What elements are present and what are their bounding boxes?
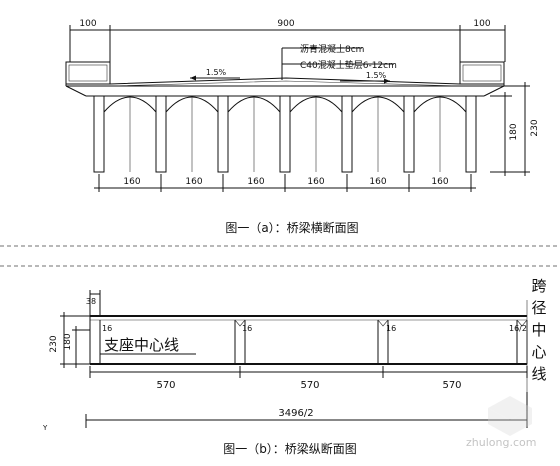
spacing-4: 160 [307,177,324,187]
span-center-label-char: 中 [531,321,546,339]
cross-section: 100 900 100 1.5% 1.5% 沥青混凝土8cm C40混 [65,19,540,235]
span-2: 570 [300,380,319,391]
spacing-3: 160 [247,177,264,187]
span-ticks [89,366,528,378]
dim-girder-height: 180 [509,123,519,140]
watermark-logo [488,396,532,436]
spacing-2: 160 [185,177,202,187]
support-marker [377,319,389,327]
slope-right: 1.5% [366,71,387,80]
span-center-label-char: 心 [531,343,546,361]
diaphragms [234,319,528,364]
span-center-label-char: 跨 [531,277,546,295]
dim-180: 180 [63,333,73,350]
support-marker [234,319,246,327]
girder-web [93,95,105,173]
watermark: zhulong.com [466,396,536,449]
left-curb [65,61,111,85]
slope-left: 1.5% [206,68,227,77]
span-center-label-char: 径 [531,299,546,317]
dim-230: 230 [49,335,59,352]
girder-cells [93,95,477,173]
caption-b: 图一（b）：桥梁纵断面图 [223,441,357,456]
girder-web [279,95,291,173]
axis-mark: Y [42,424,48,432]
support-center-label: 支座中心线 [104,336,179,354]
dim-top-left: 100 [79,19,96,29]
total-length: 3496/2 [278,408,313,419]
girder-web [155,95,167,173]
watermark-text: zhulong.com [466,436,536,449]
girder-web [403,95,415,173]
dim-38: 38 [86,297,96,306]
span-center-label-char: 线 [531,365,546,383]
spacing-ticks [98,174,472,192]
spacing-1: 160 [123,177,140,187]
span-3: 570 [442,380,461,391]
caption-a: 图一（a）：桥梁横断面图 [225,220,358,235]
pavement-surface [109,77,461,85]
support-mark-1: 16 [102,324,112,333]
right-curb [459,61,505,85]
layer-concrete: C40混凝土垫层6-12cm [300,59,397,71]
dim-top-right: 100 [473,19,490,29]
girder-web [341,95,353,173]
girder-web [217,95,229,173]
support-marker [516,319,528,327]
dim-total-height: 230 [530,119,540,136]
support-mark-3: 16 [386,324,396,333]
support-mark-4: 16/2 [509,324,527,333]
spacing-5: 160 [369,177,386,187]
spacing-6: 160 [431,177,448,187]
girder-web [465,95,477,173]
layer-asphalt: 沥青混凝土8cm [300,43,364,55]
dim-top-middle: 900 [277,19,294,29]
span-1: 570 [156,380,175,391]
support-mark-2: 16 [242,324,252,333]
